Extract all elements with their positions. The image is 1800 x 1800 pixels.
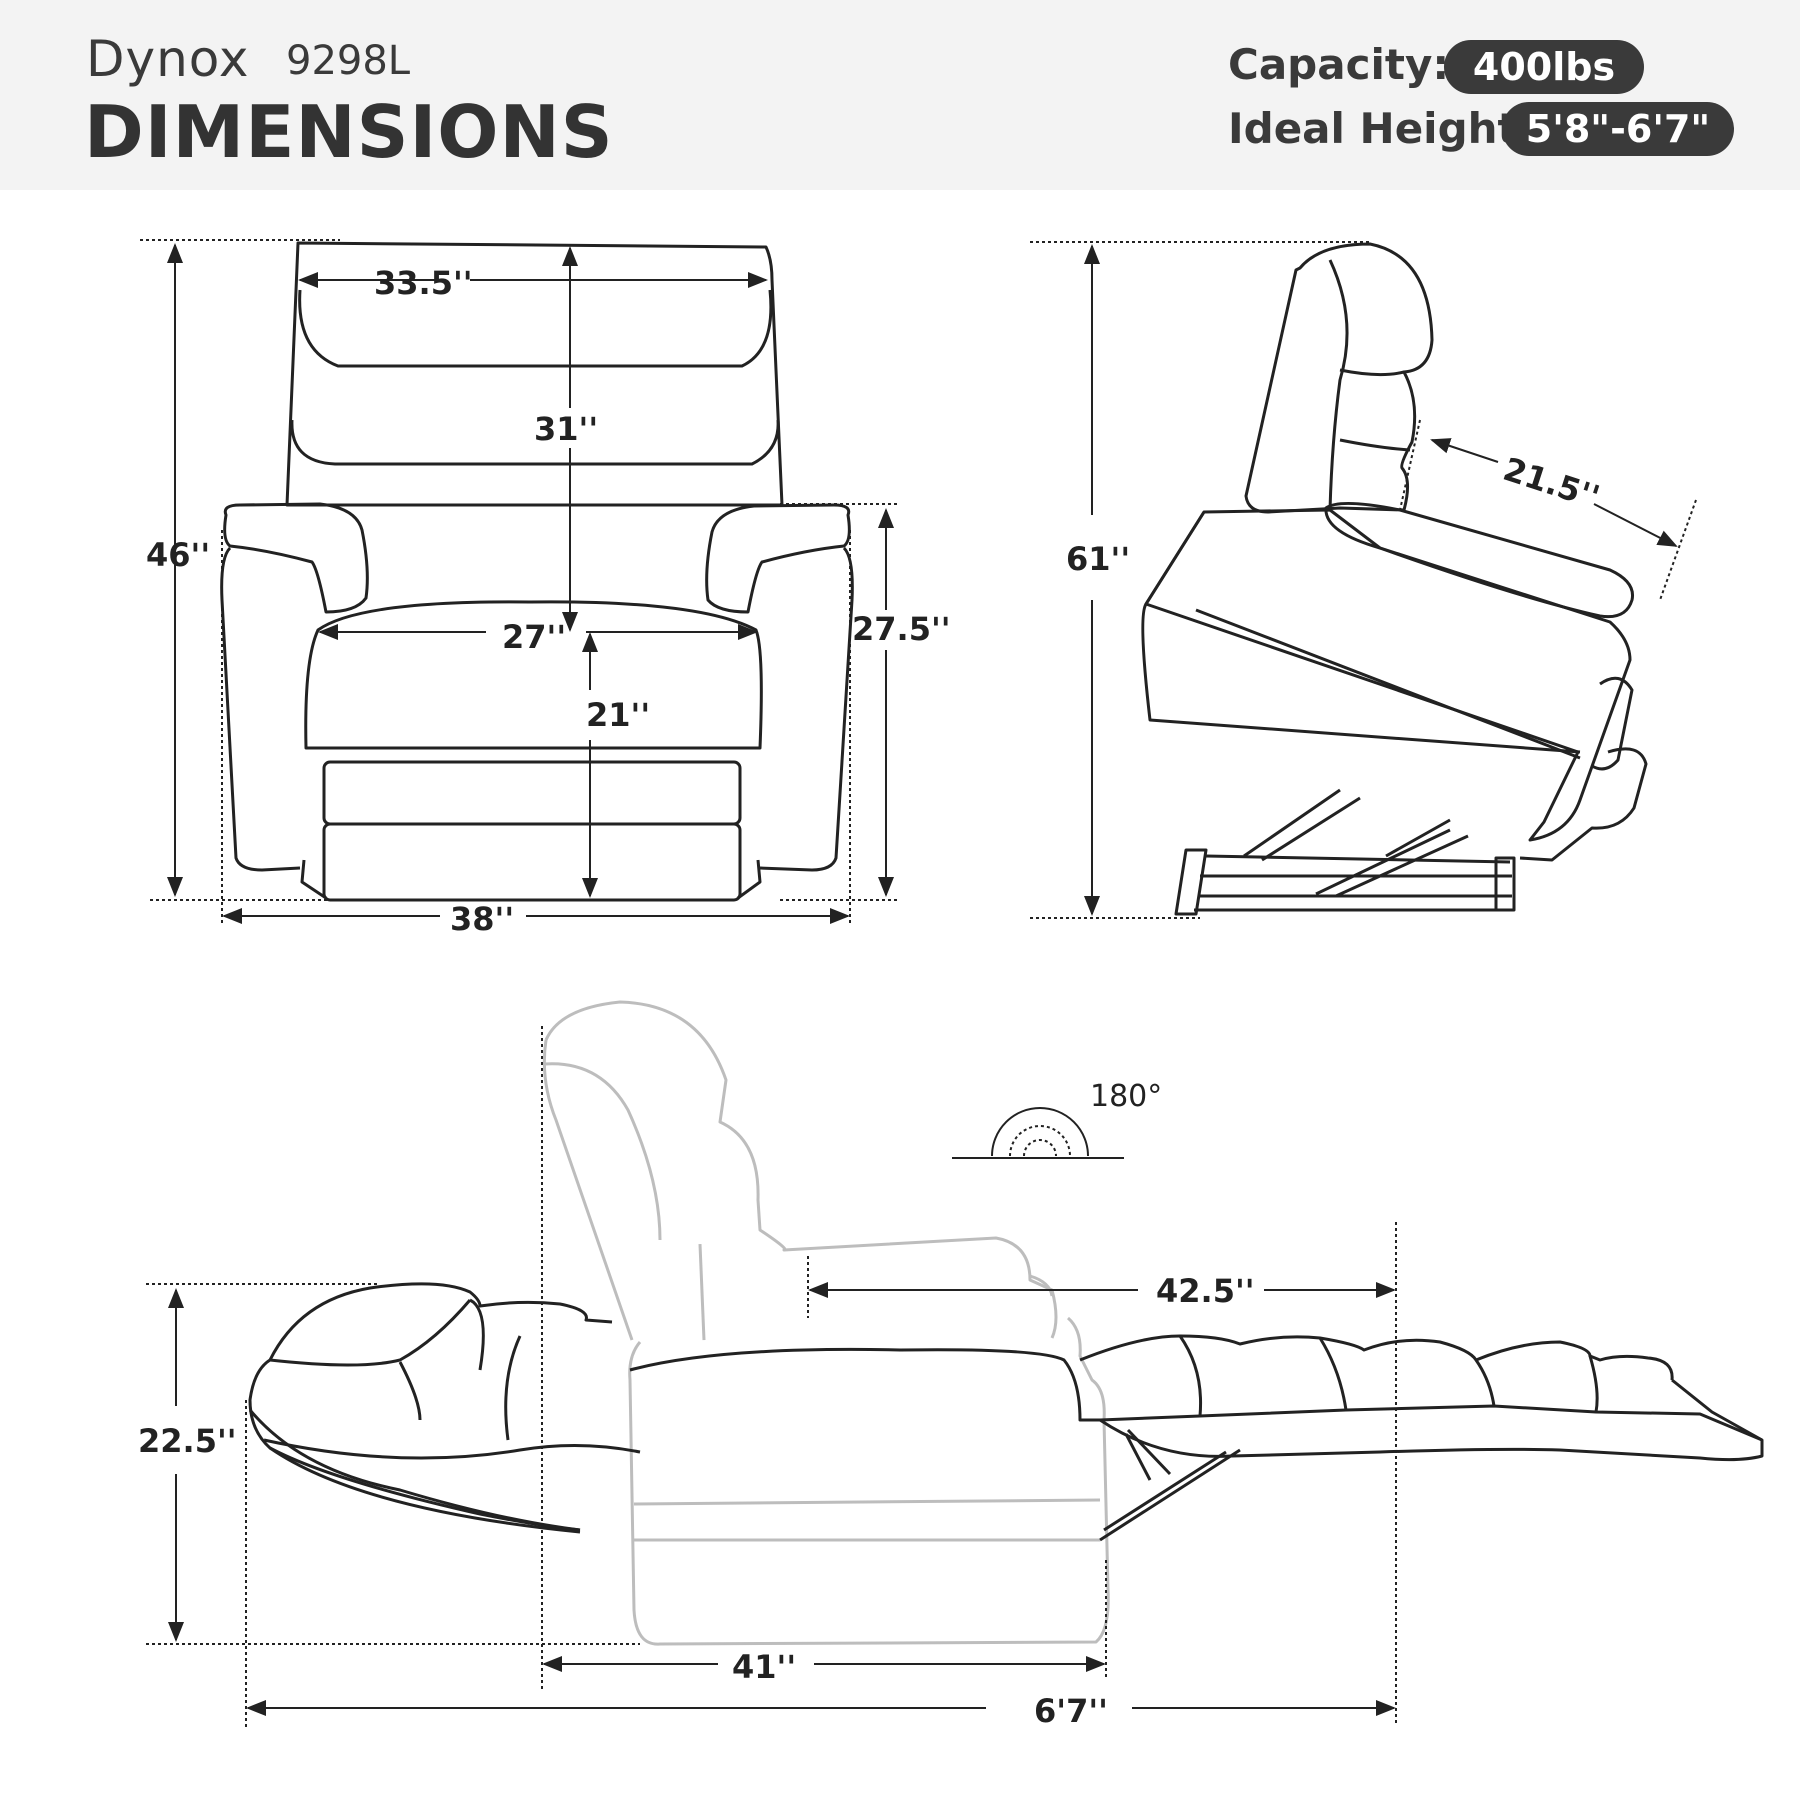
dim-total-length: 6'7'' [1034, 1692, 1108, 1730]
dim-seat-width: 27'' [502, 618, 566, 656]
dim-side-height: 61'' [1066, 540, 1130, 578]
header-band [0, 0, 1800, 190]
recline-view-dimensions [146, 1026, 1397, 1728]
dim-arm-height: 27.5'' [852, 610, 951, 648]
dim-total-height: 46'' [146, 536, 210, 574]
dim-side-seat-depth: 21.5'' [1499, 450, 1604, 517]
angle-indicator [952, 1107, 1124, 1159]
capacity-label: Capacity: [1228, 40, 1450, 89]
dim-back-height: 31'' [534, 410, 598, 448]
ideal-height-badge: 5'8"-6'7" [1502, 102, 1734, 156]
recline-upright-ghost [542, 1000, 1110, 1646]
dim-recline-depth: 41'' [732, 1648, 796, 1686]
dim-footrest-extension: 42.5'' [1156, 1272, 1255, 1310]
dim-recline-angle: 180° [1090, 1079, 1162, 1114]
capacity-badge: 400lbs [1444, 40, 1644, 94]
front-view-dimensions [140, 239, 900, 925]
model-number: 9298L [286, 38, 411, 84]
brand-name: Dynox [86, 30, 250, 88]
dim-total-width: 38'' [450, 900, 514, 938]
front-view-chair [220, 241, 854, 902]
ideal-height-label: Ideal Height: [1228, 104, 1535, 153]
dim-reclined-height: 22.5'' [138, 1422, 237, 1460]
side-view-dimensions [1030, 241, 1697, 919]
page-title: DIMENSIONS [84, 90, 614, 174]
recline-chair [248, 1282, 1764, 1542]
dim-seat-depth: 21'' [586, 696, 650, 734]
side-view-chair [1141, 242, 1648, 916]
dim-back-width: 33.5'' [374, 264, 473, 302]
